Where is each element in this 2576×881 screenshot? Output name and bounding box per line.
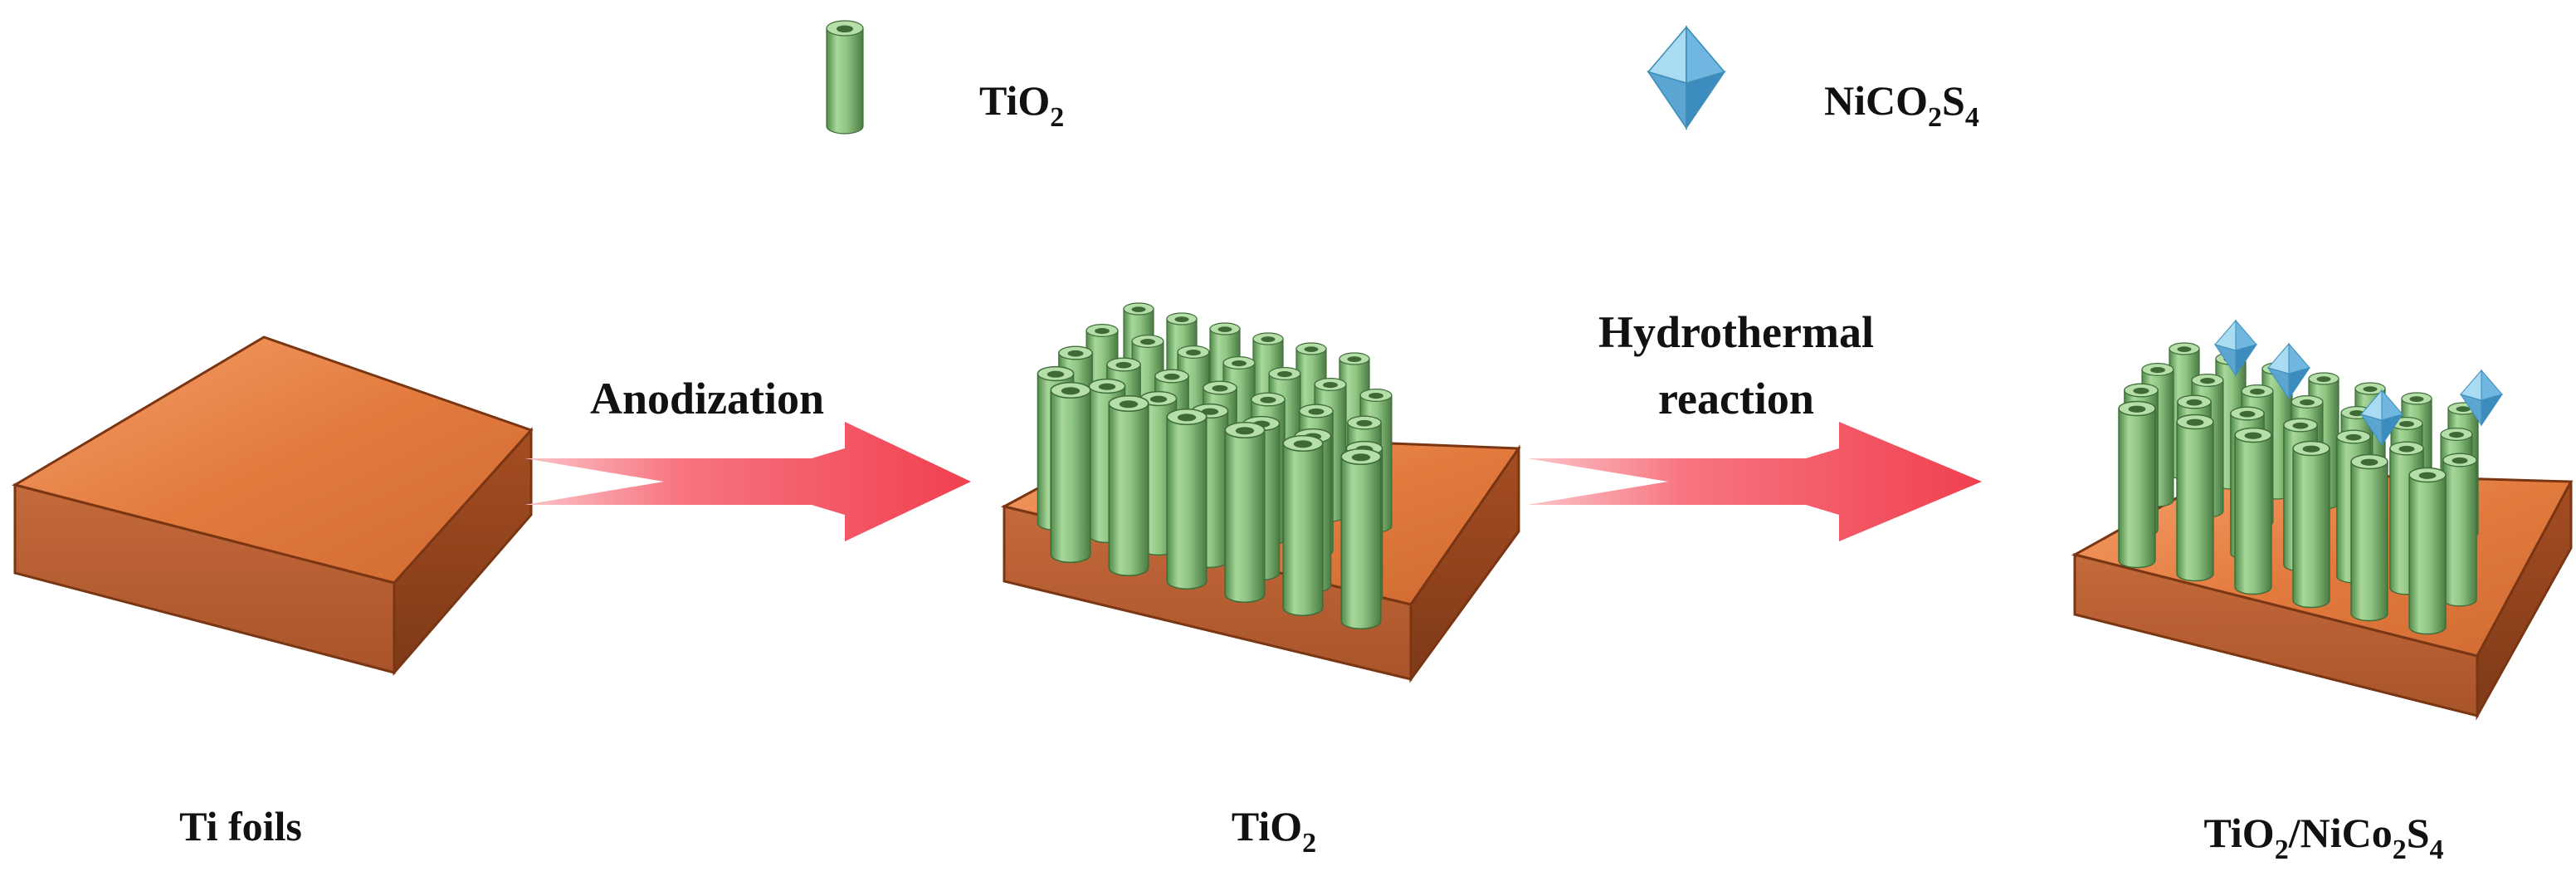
caption-composite-b: /NiCo	[2288, 810, 2393, 856]
legend-nico2s4-main2: S	[1942, 77, 1965, 124]
ti-foil	[12, 335, 534, 677]
tio2-nanotube-legend-icon	[826, 20, 864, 135]
tio2-nanotube	[1282, 434, 1324, 617]
legend-tio2-main: TiO	[979, 77, 1050, 124]
tio2-nanotube	[2118, 400, 2156, 569]
legend-nico2s4-label: NiCO2S4	[1824, 77, 1979, 133]
hydrothermal-label-line1: Hydrothermal	[1598, 307, 1874, 357]
caption-composite-a-sub: 2	[2275, 835, 2289, 865]
tio2-nanotube	[1340, 448, 1382, 630]
caption-composite-c-sub: 4	[2430, 835, 2444, 865]
nico2s4-crystal-legend-icon	[1647, 26, 1725, 129]
tio2-nico2s4-composite	[2071, 320, 2574, 721]
tio2-nanotube	[2408, 467, 2447, 635]
anodization-label: Anodization	[590, 374, 824, 423]
caption-ti-foils: Ti foils	[179, 803, 302, 849]
legend-nico2s4-main1: NiCO	[1824, 77, 1928, 124]
legend-nico2s4-sub2: 4	[1965, 102, 1979, 133]
hydrothermal-label-line2: reaction	[1658, 374, 1814, 423]
tio2-nanotube	[2292, 440, 2330, 609]
tio2-nanotube	[1166, 408, 1208, 590]
tio2-nanotube	[1108, 394, 1149, 577]
caption-composite-c: S	[2407, 810, 2430, 856]
tio2-nanotube	[1050, 381, 1091, 564]
tio2-nanotube-array	[1000, 302, 1521, 683]
caption-composite-b-sub: 2	[2393, 835, 2407, 865]
caption-tio2-sub: 2	[1302, 828, 1316, 859]
caption-tio2-main: TiO	[1232, 803, 1302, 849]
hydrothermal-arrow	[1527, 422, 1982, 541]
tio2-nanotube	[1224, 421, 1266, 604]
legend: TiO2 NiCO2S4	[826, 20, 1979, 135]
anodization-arrow	[524, 422, 971, 541]
caption-composite-a: TiO	[2203, 810, 2274, 856]
legend-tio2-label: TiO2	[979, 77, 1064, 133]
tio2-nanotube	[2350, 453, 2388, 622]
caption-composite: TiO2/NiCo2S4	[2203, 810, 2443, 865]
tio2-nanotube	[2234, 427, 2272, 595]
caption-tio2: TiO2	[1232, 803, 1316, 859]
tio2-nanotube	[2442, 453, 2477, 607]
legend-tio2-sub: 2	[1050, 102, 1064, 133]
tio2-nanotube	[2176, 414, 2214, 582]
legend-nico2s4-sub1: 2	[1928, 102, 1942, 133]
